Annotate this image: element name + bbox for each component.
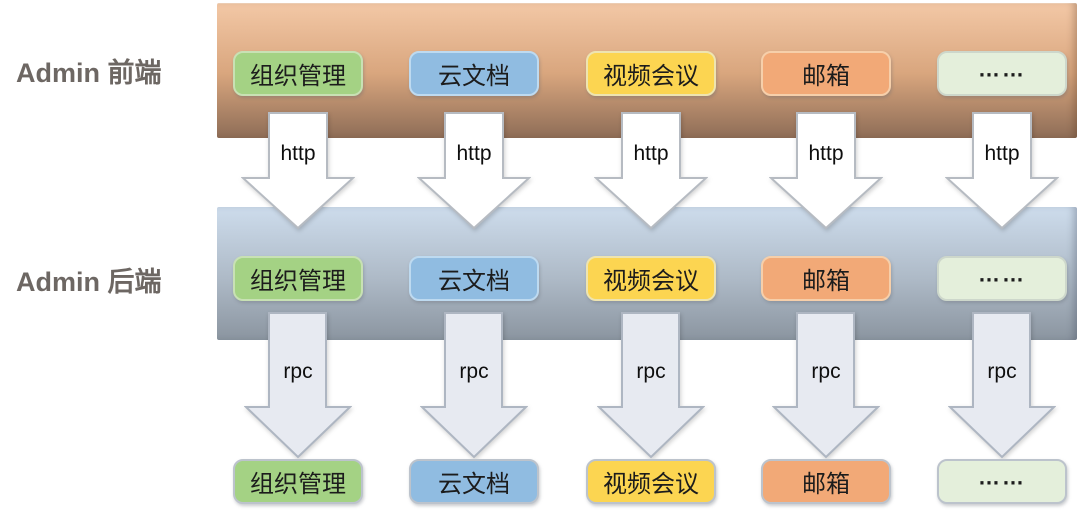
http-arrow <box>769 112 883 230</box>
arrow-shape <box>594 112 708 230</box>
http-arrow <box>594 112 708 230</box>
rpc-arrow <box>597 312 705 459</box>
frontend-module-org: 组织管理 <box>233 51 363 96</box>
module-label: 视频会议 <box>603 471 699 498</box>
http-arrow-label: http <box>456 142 492 165</box>
http-arrow-label: http <box>633 142 669 165</box>
rpc-arrow <box>244 312 352 459</box>
frontend-module-more: …… <box>937 51 1067 96</box>
module-label: …… <box>978 463 1026 489</box>
service-module-more: …… <box>937 459 1067 504</box>
service-module-docs: 云文档 <box>409 459 539 504</box>
module-label: 组织管理 <box>250 63 346 90</box>
arrow-shape <box>244 312 352 459</box>
arrow-shape <box>597 312 705 459</box>
module-label: …… <box>978 55 1026 81</box>
rpc-arrow <box>948 312 1056 459</box>
http-arrow <box>417 112 531 230</box>
rpc-arrow-label: rpc <box>459 360 489 383</box>
backend-module-meeting: 视频会议 <box>586 256 716 301</box>
service-module-mail: 邮箱 <box>761 459 891 504</box>
arrow-shape <box>948 312 1056 459</box>
arrow-shape <box>417 112 531 230</box>
arrow-shape <box>420 312 528 459</box>
module-label: 邮箱 <box>802 63 850 90</box>
frontend-module-meeting: 视频会议 <box>586 51 716 96</box>
arrow-shape <box>945 112 1059 230</box>
backend-module-docs: 云文档 <box>409 256 539 301</box>
module-label: 云文档 <box>438 63 510 90</box>
service-module-meeting: 视频会议 <box>586 459 716 504</box>
module-label: 视频会议 <box>603 268 699 295</box>
module-label: 云文档 <box>438 268 510 295</box>
rpc-arrow-label: rpc <box>811 360 841 383</box>
module-label: 视频会议 <box>603 63 699 90</box>
service-module-org: 组织管理 <box>233 459 363 504</box>
arrow-shape <box>241 112 355 230</box>
module-label: 邮箱 <box>802 471 850 498</box>
module-label: …… <box>978 260 1026 286</box>
http-arrow-label: http <box>984 142 1020 165</box>
rpc-arrow <box>420 312 528 459</box>
frontend-side-label: Admin 前端 <box>16 58 162 88</box>
http-arrow <box>241 112 355 230</box>
http-arrow-label: http <box>280 142 316 165</box>
backend-module-mail: 邮箱 <box>761 256 891 301</box>
http-arrow-label: http <box>808 142 844 165</box>
frontend-module-docs: 云文档 <box>409 51 539 96</box>
module-label: 邮箱 <box>802 268 850 295</box>
backend-module-org: 组织管理 <box>233 256 363 301</box>
backend-side-label: Admin 后端 <box>16 267 162 297</box>
http-arrow <box>945 112 1059 230</box>
module-label: 组织管理 <box>250 268 346 295</box>
rpc-arrow-label: rpc <box>283 360 313 383</box>
module-label: 组织管理 <box>250 471 346 498</box>
arrow-shape <box>769 112 883 230</box>
frontend-module-mail: 邮箱 <box>761 51 891 96</box>
backend-module-more: …… <box>937 256 1067 301</box>
rpc-arrow <box>772 312 880 459</box>
module-label: 云文档 <box>438 471 510 498</box>
rpc-arrow-label: rpc <box>636 360 666 383</box>
arrow-shape <box>772 312 880 459</box>
rpc-arrow-label: rpc <box>987 360 1017 383</box>
